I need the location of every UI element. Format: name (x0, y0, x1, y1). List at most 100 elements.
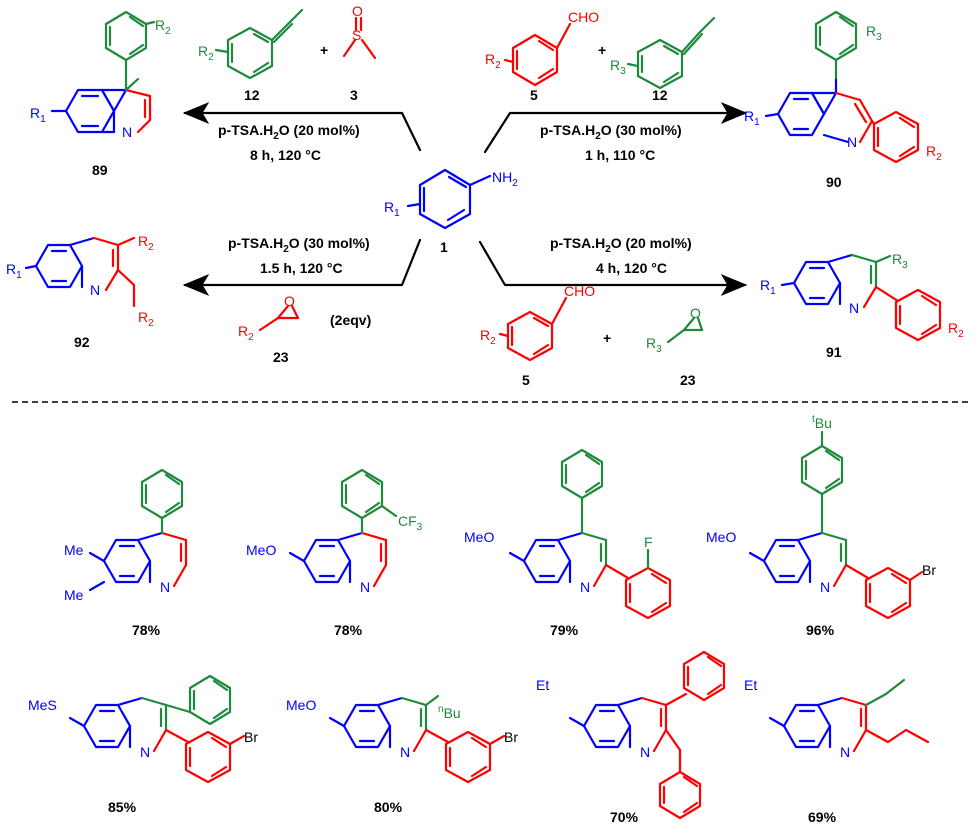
svg-text:80%: 80% (374, 799, 403, 815)
svg-text:Br: Br (922, 562, 936, 578)
svg-text:R2: R2 (238, 323, 254, 343)
svg-text:R2: R2 (198, 43, 214, 63)
svg-text:Et: Et (744, 677, 757, 693)
svg-text:N: N (90, 282, 100, 298)
svg-text:70%: 70% (610, 809, 639, 825)
svg-text:3: 3 (350, 87, 358, 103)
svg-text:CHO: CHO (568, 9, 599, 25)
product-92: N R2 R2 R1 92 (6, 233, 154, 350)
svg-text:Br: Br (504, 729, 518, 745)
conditions-bottom-right: p-TSA.H2O (20 mol%) 4 h, 120 °C (550, 235, 692, 276)
svg-text:R1: R1 (384, 199, 400, 219)
reagent-5-aldehyde-bottom: CHO R2 5 (480, 283, 595, 388)
svg-text:1 h, 110 °C: 1 h, 110 °C (585, 147, 655, 163)
svg-text:+: + (603, 330, 611, 346)
svg-text:12: 12 (652, 87, 668, 103)
svg-text:N: N (122, 124, 132, 140)
svg-text:O: O (690, 305, 701, 321)
svg-text:F: F (644, 534, 653, 550)
svg-text:23: 23 (273, 349, 289, 365)
plus-sign: + (320, 42, 328, 58)
svg-text:R2: R2 (155, 17, 171, 37)
svg-text:MeO: MeO (286, 697, 316, 713)
product-90: N R1 R3 R2 90 (744, 10, 942, 190)
svg-text:Me: Me (64, 542, 84, 558)
svg-text:S: S (352, 27, 361, 43)
svg-text:23: 23 (680, 372, 696, 388)
svg-text:+: + (598, 42, 606, 58)
svg-text:91: 91 (826, 344, 842, 360)
svg-text:78%: 78% (132, 622, 161, 638)
svg-text:p-TSA.H2O (30 mol%): p-TSA.H2O (30 mol%) (228, 235, 370, 255)
svg-text:R2: R2 (138, 309, 154, 329)
svg-text:92: 92 (74, 334, 90, 350)
svg-text:N: N (820, 579, 830, 595)
example-7: N Et 70% (536, 650, 726, 825)
svg-text:N: N (849, 300, 859, 316)
svg-text:Br: Br (244, 729, 258, 745)
svg-text:R2: R2 (485, 51, 501, 71)
svg-text:R1: R1 (744, 108, 760, 128)
compound-number: 1 (440, 239, 448, 255)
svg-text:R1: R1 (760, 277, 776, 297)
conditions-top-left: p-TSA.H2O (20 mol%) 8 h, 120 °C (218, 122, 360, 163)
example-2: N CF3 MeO 78% (246, 468, 423, 638)
example-5: N Br MeS 85% (28, 674, 258, 815)
svg-text:R2: R2 (138, 233, 154, 253)
svg-text:12: 12 (244, 87, 260, 103)
svg-text:p-TSA.H2O (20 mol%): p-TSA.H2O (20 mol%) (218, 122, 360, 142)
svg-text:85%: 85% (108, 799, 137, 815)
svg-text:O: O (352, 3, 363, 19)
svg-text:MeO: MeO (706, 529, 736, 545)
svg-text:p-TSA.H2O (30 mol%): p-TSA.H2O (30 mol%) (540, 122, 682, 142)
svg-text:N: N (360, 579, 370, 595)
svg-text:NH2: NH2 (492, 169, 518, 189)
svg-text:4 h, 120 °C: 4 h, 120 °C (596, 260, 667, 276)
svg-text:69%: 69% (808, 809, 837, 825)
svg-text:Me: Me (64, 587, 84, 603)
svg-text:MeO: MeO (246, 542, 276, 558)
svg-text:90: 90 (826, 174, 842, 190)
svg-text:O: O (284, 293, 295, 309)
svg-text:nBu: nBu (438, 704, 461, 721)
svg-text:N: N (847, 134, 857, 150)
aniline-1: NH2 R1 1 (384, 168, 518, 255)
arrows (182, 102, 748, 296)
svg-text:MeS: MeS (28, 697, 57, 713)
example-3: N F MeO 79% (464, 448, 672, 638)
svg-text:1.5 h, 120 °C: 1.5 h, 120 °C (260, 260, 343, 276)
example-6: nBu N Br MeO 80% (286, 694, 518, 815)
svg-text:79%: 79% (550, 622, 579, 638)
svg-text:5: 5 (530, 87, 538, 103)
svg-text:89: 89 (92, 162, 108, 178)
svg-text:N: N (640, 744, 650, 760)
example-8: N Et 69% (744, 677, 930, 825)
svg-text:R1: R1 (30, 105, 46, 125)
svg-text:N: N (840, 744, 850, 760)
svg-text:R2: R2 (480, 327, 496, 347)
example-1: N Me Me 78% (64, 468, 188, 638)
svg-text:Et: Et (536, 677, 549, 693)
svg-text:MeO: MeO (464, 529, 494, 545)
svg-text:96%: 96% (806, 622, 835, 638)
svg-text:R2: R2 (948, 320, 964, 340)
svg-text:(2eqv): (2eqv) (330, 312, 371, 328)
reagent-23-epoxide-right: O R3 23 (646, 305, 704, 388)
svg-text:R2: R2 (926, 143, 942, 163)
svg-text:p-TSA.H2O (20 mol%): p-TSA.H2O (20 mol%) (550, 235, 692, 255)
reagent-23-epoxide: O R2 (2eqv) 23 (238, 293, 371, 365)
svg-text:R3: R3 (646, 335, 662, 355)
svg-text:N: N (580, 579, 590, 595)
svg-text:N: N (400, 744, 410, 760)
reagent-5-aldehyde: CHO R2 5 (485, 9, 599, 103)
product-89: N R2 R1 89 (30, 10, 171, 178)
svg-text:N: N (160, 579, 170, 595)
svg-text:78%: 78% (334, 622, 363, 638)
conditions-top-right: p-TSA.H2O (30 mol%) 1 h, 110 °C (540, 122, 682, 163)
reagent-12-alkyne-right: R3 12 (610, 16, 716, 103)
svg-text:N: N (140, 744, 150, 760)
svg-text:8 h, 120 °C: 8 h, 120 °C (250, 147, 321, 163)
svg-text:R3: R3 (610, 57, 626, 77)
product-91: N R3 R2 R1 91 (760, 251, 964, 360)
